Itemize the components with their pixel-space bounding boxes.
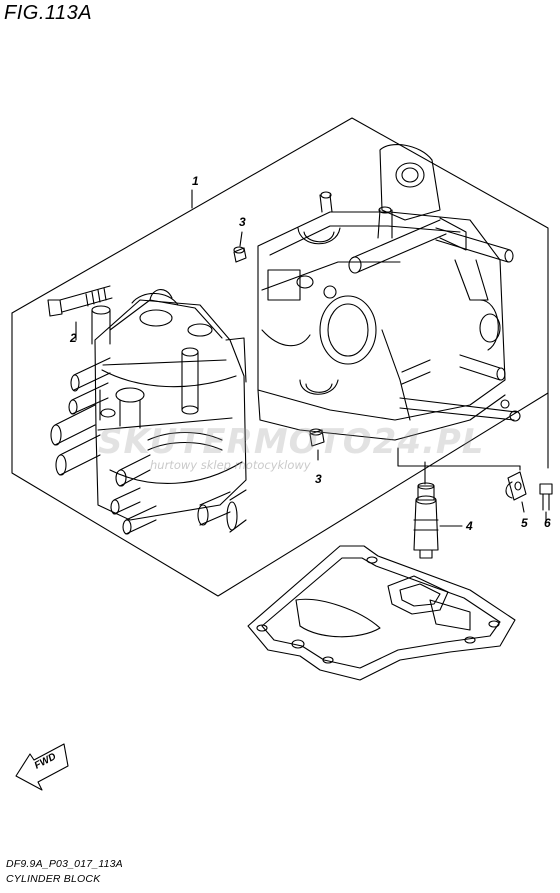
gasket <box>247 545 516 681</box>
assembly-frame-lower <box>11 312 549 597</box>
callout-5: 5 <box>521 516 528 530</box>
dowel-pin-bottom <box>309 428 325 461</box>
cylinder-block-lower <box>50 289 247 535</box>
bolt-part-6 <box>539 483 553 523</box>
figure-title: FIG.113A <box>4 2 93 24</box>
watermark-tagline: hurtowy sklep motocyklowy <box>150 458 311 472</box>
bolt-part-2 <box>47 285 113 341</box>
nipple-part-4 <box>397 447 521 559</box>
fwd-arrow <box>15 743 69 791</box>
cylinder-block-upper <box>257 144 521 441</box>
callout-2: 2 <box>70 331 77 345</box>
clip-part-5 <box>505 465 527 513</box>
watermark-brand: SKUTERMOTO24.PL <box>98 422 485 462</box>
callout-4: 4 <box>466 519 473 533</box>
dowel-pin-top <box>233 231 247 263</box>
callout-3-bottom: 3 <box>315 472 322 486</box>
assembly-frame <box>11 117 549 469</box>
diagram-name: CYLINDER BLOCK <box>6 873 101 885</box>
callout-1: 1 <box>192 174 199 188</box>
callout-6: 6 <box>544 516 551 530</box>
callout-3-top: 3 <box>239 215 246 229</box>
diagram-code: DF9.9A_P03_017_113A <box>6 858 123 870</box>
